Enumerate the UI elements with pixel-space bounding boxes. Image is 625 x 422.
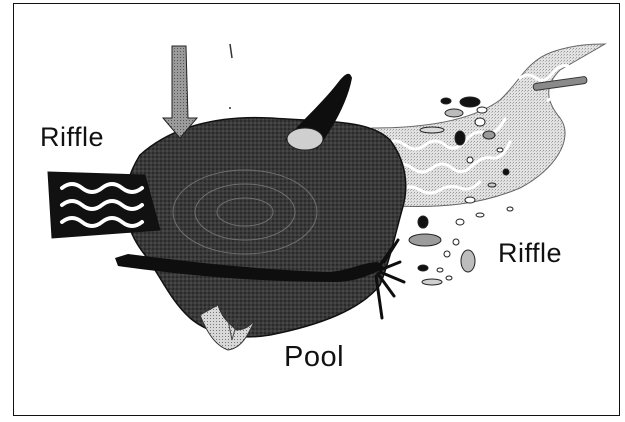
drip-dot — [229, 107, 231, 109]
pool-body — [125, 118, 406, 337]
drip-mark — [230, 44, 232, 58]
flow-arrow-down — [163, 46, 197, 138]
label-riffle-right: Riffle — [498, 238, 562, 269]
riffle-stream-channel — [372, 44, 605, 207]
label-riffle-left: Riffle — [40, 122, 104, 153]
boulder-top — [287, 128, 323, 150]
label-pool: Pool — [284, 341, 344, 374]
